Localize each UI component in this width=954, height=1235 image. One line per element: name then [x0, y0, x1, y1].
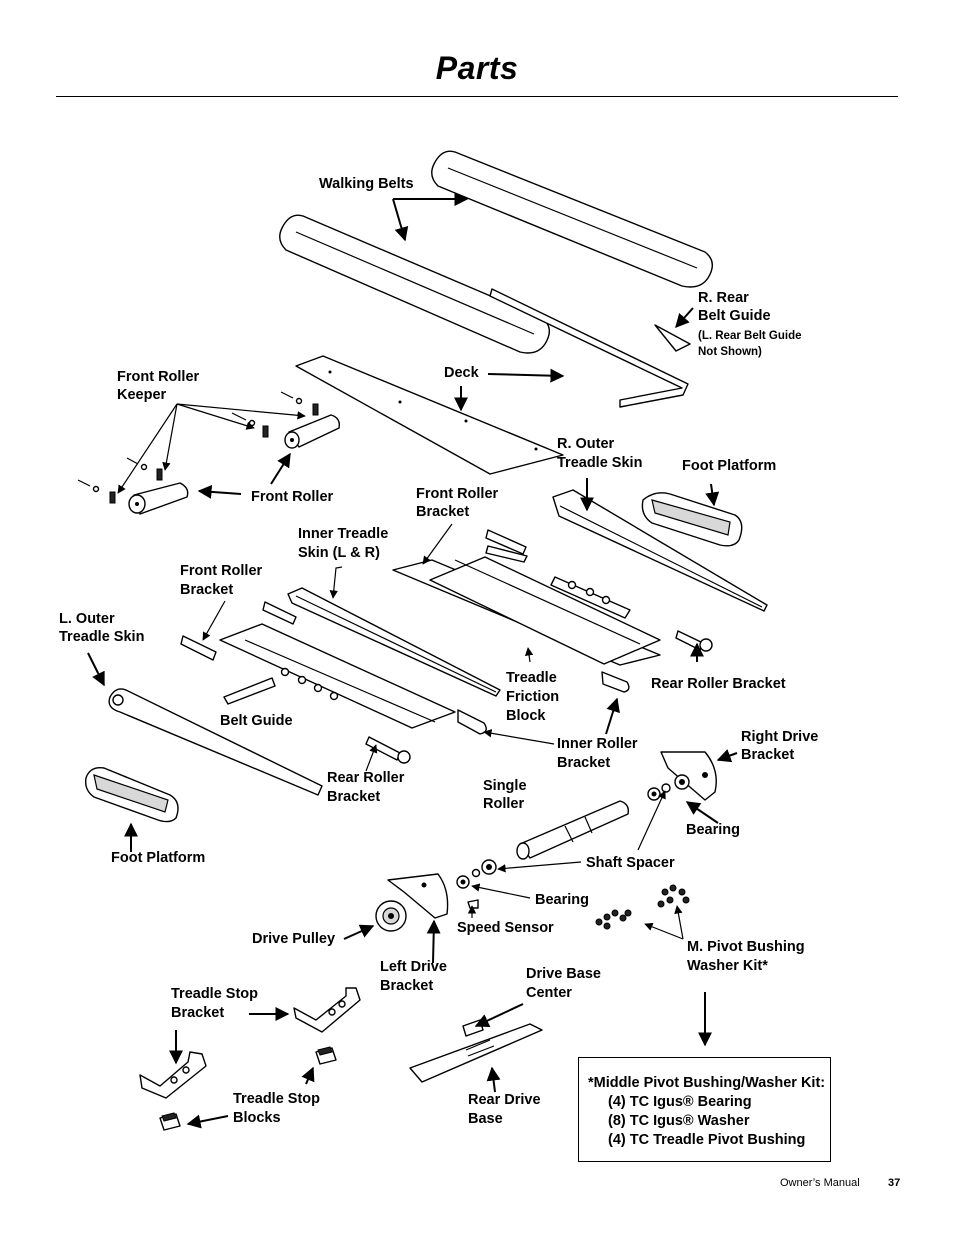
label-speed-sensor: Speed Sensor [457, 920, 554, 936]
label-r-rear-note: (L. Rear Belt Guide [698, 330, 802, 342]
label-treadle-friction-block-2: Friction [506, 689, 559, 705]
leader-arrows [87, 192, 738, 1129]
bearing-left-parts [456, 859, 497, 889]
label-front-roller-keeper: Front Roller [117, 369, 200, 385]
title-rule [56, 96, 898, 97]
label-left-drive-bracket: Left Drive [380, 959, 447, 975]
label-front-roller-bracket-left: Front Roller [180, 563, 263, 579]
label-bearing-left: Bearing [535, 892, 589, 908]
speed-sensor-part [467, 899, 479, 909]
label-right-drive-bracket-2: Bracket [741, 747, 794, 763]
label-front-roller-keeper-2: Keeper [117, 387, 167, 403]
label-walking-belts: Walking Belts [319, 176, 414, 192]
label-single-roller: Single [483, 778, 527, 794]
label-r-outer-treadle-skin-2: Treadle Skin [557, 455, 642, 471]
kit-note-heading: *Middle Pivot Bushing/Washer Kit: [588, 1075, 826, 1091]
label-treadle-stop-bracket: Treadle Stop [171, 986, 258, 1002]
walking-belt-left [279, 214, 550, 354]
label-rear-roller-bracket-left: Rear Roller [327, 770, 405, 786]
label-treadle-friction-block: Treadle [506, 670, 557, 686]
label-single-roller-2: Roller [483, 796, 524, 812]
label-inner-treadle-skin: Inner Treadle [298, 526, 388, 542]
label-inner-treadle-skin-2: Skin (L & R) [298, 545, 380, 561]
page-title: Parts [435, 50, 519, 86]
r-outer-treadle-skin-part [552, 489, 768, 612]
label-m-pivot-bushing: M. Pivot Bushing [687, 939, 805, 955]
drive-pulley-part [375, 900, 407, 932]
page-number: 37 [888, 1177, 901, 1189]
label-rear-drive-base: Rear Drive [468, 1092, 541, 1108]
foot-platform-right-part [641, 492, 743, 547]
label-r-rear-belt-guide-2: Belt Guide [698, 308, 771, 324]
belt-guide-part [223, 677, 276, 705]
deck-panel [295, 355, 564, 475]
label-deck: Deck [444, 365, 480, 381]
footer-manual-label: Owner’s Manual [780, 1177, 860, 1189]
kit-note-item: (4) TC Igus® Bearing [608, 1094, 752, 1110]
label-r-rear-belt-guide: R. Rear [698, 290, 749, 306]
label-belt-guide: Belt Guide [220, 713, 293, 729]
label-shaft-spacer: Shaft Spacer [586, 855, 675, 871]
label-rear-drive-base-2: Base [468, 1111, 503, 1127]
label-front-roller-bracket-right: Front Roller [416, 486, 499, 502]
label-front-roller-bracket-right-2: Bracket [416, 504, 469, 520]
rear-roller-bracket-parts [365, 630, 713, 764]
label-treadle-friction-block-3: Block [506, 708, 546, 724]
inner-treadle-skin-part [287, 587, 501, 697]
label-inner-roller-bracket-2: Bracket [557, 755, 610, 771]
treadle-stop-bracket-part-bottom [139, 1051, 207, 1099]
drive-base-part [409, 1019, 543, 1083]
label-inner-roller-bracket: Inner Roller [557, 736, 638, 752]
pivot-kit-note-box: *Middle Pivot Bushing/Washer Kit: (4) TC… [578, 1057, 831, 1162]
front-roller-part-top [284, 414, 341, 449]
label-bearing-right: Bearing [686, 822, 740, 838]
label-drive-pulley: Drive Pulley [252, 931, 335, 947]
label-front-roller-bracket-left-2: Bracket [180, 582, 233, 598]
bearing-right-parts [647, 774, 690, 801]
front-roller-part-left [128, 482, 189, 515]
right-drive-bracket-part [660, 751, 717, 801]
left-frame-part [219, 623, 456, 729]
label-l-outer-treadle-skin: L. Outer [59, 611, 115, 627]
label-right-drive-bracket: Right Drive [741, 729, 818, 745]
label-r-outer-treadle-skin: R. Outer [557, 436, 615, 452]
label-rear-roller-bracket-left-2: Bracket [327, 789, 380, 805]
pivot-bushing-kit-parts [595, 884, 690, 930]
front-roller-bracket-parts [180, 529, 527, 661]
label-drive-base-center-2: Center [526, 985, 572, 1001]
label-foot-platform-right: Foot Platform [682, 458, 776, 474]
label-left-drive-bracket-2: Bracket [380, 978, 433, 994]
right-frame-part [392, 545, 661, 666]
r-rear-belt-guide-part [654, 324, 691, 352]
left-drive-bracket-part [387, 873, 449, 919]
l-outer-treadle-skin-part [108, 688, 323, 796]
treadle-stop-blocks-parts [159, 1046, 337, 1131]
label-m-pivot-bushing-2: Washer Kit* [687, 958, 768, 974]
label-drive-base-center: Drive Base [526, 966, 601, 982]
deck-rail [489, 288, 689, 408]
label-treadle-stop-blocks: Treadle Stop [233, 1091, 320, 1107]
front-roller-keeper-parts [77, 391, 319, 504]
foot-platform-left-part [84, 767, 179, 823]
label-r-rear-note-2: Not Shown) [698, 346, 762, 358]
label-treadle-stop-bracket-2: Bracket [171, 1005, 224, 1021]
label-rear-roller-bracket-right: Rear Roller Bracket [651, 676, 786, 692]
label-treadle-stop-blocks-2: Blocks [233, 1110, 281, 1126]
treadle-stop-bracket-part-top [293, 987, 361, 1033]
label-foot-platform-left: Foot Platform [111, 850, 205, 866]
walking-belt-right [431, 150, 713, 288]
single-roller-part [516, 800, 630, 860]
label-front-roller: Front Roller [251, 489, 334, 505]
label-l-outer-treadle-skin-2: Treadle Skin [59, 629, 144, 645]
kit-note-item: (8) TC Igus® Washer [608, 1113, 750, 1129]
kit-note-item: (4) TC Treadle Pivot Bushing [608, 1132, 806, 1148]
